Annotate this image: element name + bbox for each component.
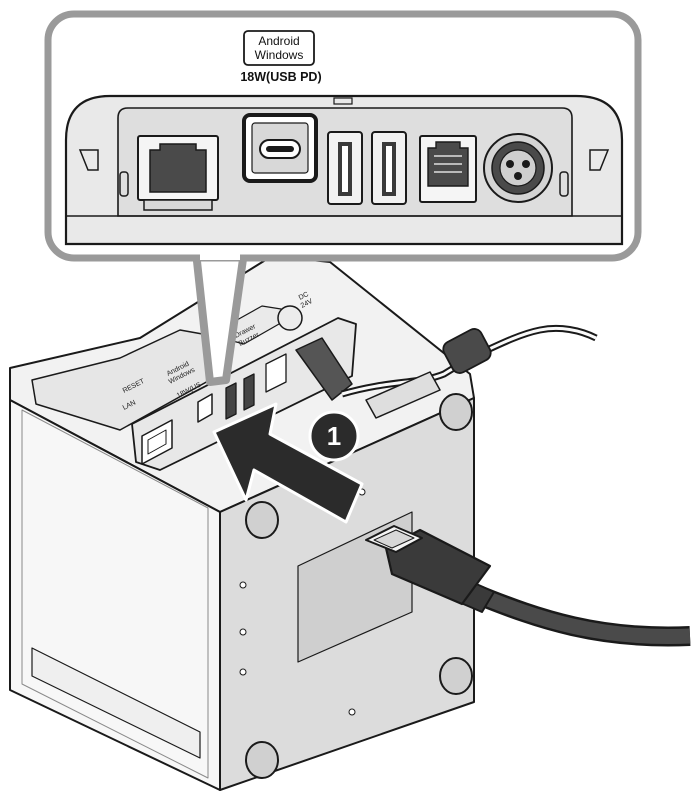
zoom-callout: Android Windows 18W(USB PD): [44, 10, 642, 386]
printer-foot-bottom-right: [439, 657, 473, 695]
power-label: 18W(USB PD): [240, 70, 321, 84]
ferrite-core: [442, 328, 492, 374]
printer-front-bevel: [21, 409, 209, 779]
os-label-android: Android: [258, 34, 299, 48]
device-ethernet-port-icon: [265, 353, 287, 393]
insert-arrow-icon: [212, 402, 364, 524]
callout-usb-a-port-icon-2: [371, 131, 407, 205]
left-latch: [78, 149, 99, 171]
printer-rear-recess: [297, 511, 413, 663]
cable-plug-housing: [384, 528, 492, 606]
callout-ethernet-port-icon: [419, 135, 477, 203]
step-badge: 1: [308, 410, 360, 462]
device-usb-a-port-icon: [243, 373, 255, 411]
device-usb-c-port-icon: [197, 393, 213, 423]
printer-device: [9, 255, 598, 791]
screw-hole: [348, 708, 356, 716]
screw-hole: [239, 581, 247, 589]
step-number: 1: [327, 421, 341, 451]
os-label-box: [243, 30, 315, 66]
printer-foot-bottom-left: [245, 741, 279, 779]
printer-foot-top-right: [439, 393, 473, 431]
device-usb-a-port-icon: [225, 382, 237, 420]
callout-dc-jack-icon: [483, 133, 553, 203]
os-label-windows: Windows: [255, 48, 304, 62]
printer-foot-top-left: [245, 501, 279, 539]
printer-bottom-lip: [31, 647, 201, 759]
callout-usb-c-port-icon: [242, 113, 318, 183]
cable-clamp: [365, 371, 441, 419]
screw-hole: [239, 668, 247, 676]
right-latch: [589, 149, 610, 171]
callout-lan-port-icon: [137, 135, 219, 211]
usb-c-cable-icon: [365, 525, 691, 647]
device-label-dc: DC: [298, 291, 310, 302]
device-led: [277, 305, 303, 331]
callout-usb-a-port-icon: [327, 131, 363, 205]
screw-hole: [239, 628, 247, 636]
device-dc-plug-icon: [295, 337, 353, 401]
